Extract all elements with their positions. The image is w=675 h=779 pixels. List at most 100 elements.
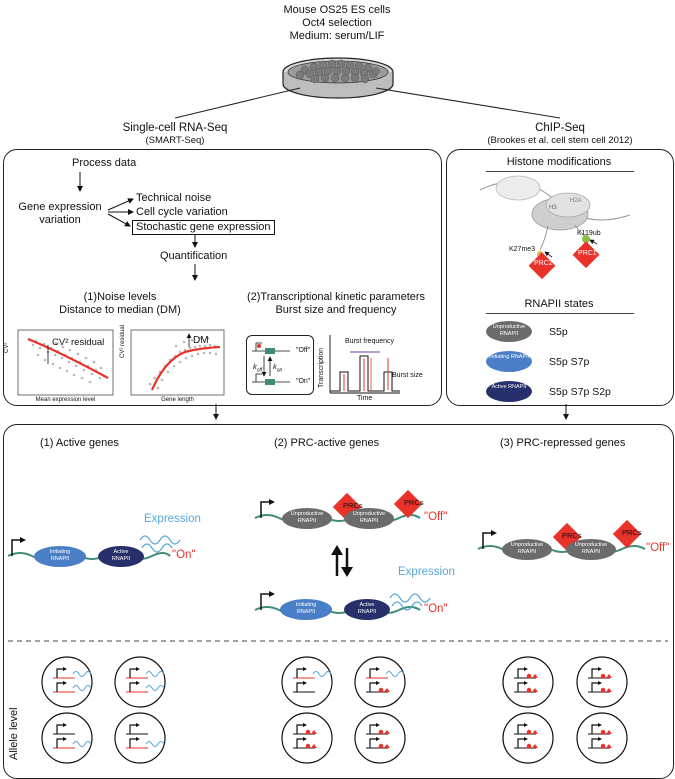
rnaseq-title-block: Single-cell RNA-Seq (SMART-Seq) [80,121,270,146]
rnapii-state-s5p-s7p-s2p: S5p S7p S2p [549,386,611,398]
prc-active-genes-title: (2) PRC-active genes [274,437,380,449]
prc-active-on-label: "On" [424,603,448,615]
active-genes-title: (1) Active genes [40,437,119,449]
cv2-residual-annotation: CV² residual [52,337,105,348]
label-active: Active [359,602,375,608]
rnapii-state-s5p-s7p: S5p S7p [549,356,590,368]
two-state-model-box [246,335,314,395]
allele-cell-8 [354,712,406,764]
on-state-label: "On" [296,378,311,385]
kinetic-title-line1: (2)Transcriptional kinetic parameters [246,291,426,303]
label-rnapii: RNAPII [296,609,316,615]
cell-source-labels: Mouse OS25 ES cells Oct4 selection Mediu… [237,4,437,43]
rnapii-state-s5p: S5p [549,326,568,338]
noise-title-line2: Distance to median (DM) [59,304,181,316]
koff-label: koff [253,362,262,374]
time-axis-label: Time [357,395,373,402]
burst-size-label: Burst size [392,372,423,379]
label-unproductive: Unproductive [574,542,608,548]
cell-cycle-label: Cell cycle variation [136,206,228,218]
burst-frequency-label: Burst frequency [345,338,395,345]
kon-label: kon [273,362,282,374]
unproductive-rnapii-ellipse: Unproductive RNAPII [486,321,532,342]
prc2-label: PRC2 [534,260,553,267]
label-rnapii: RNAPII [297,518,317,524]
dm-annotation: DM [193,335,209,346]
label-unproductive: Unproductive [352,511,386,517]
plot1-xlabel: Mean expression level [35,397,96,403]
histone-title: Histone modifications [506,156,612,168]
allele-cell-12 [576,712,628,764]
prc-repressed-prcs-label-2: PRCs [622,528,642,537]
technical-noise-label: Technical noise [136,192,212,204]
prc-repressed-off-label: "Off" [646,542,670,554]
allele-cell-9 [502,656,554,708]
kinetic-title-line2: Burst size and frequency [275,304,397,316]
k119ub-label: K119ub [577,230,601,237]
prc-active-off-label: "Off" [424,511,448,523]
h3-label: H3 [549,205,557,211]
allele-cell-10 [576,656,628,708]
stochastic-expression-label: Stochastic gene expression [132,220,275,235]
active-on-label: "On" [172,549,196,561]
k27me3-label: K27me3 [509,246,536,253]
label-unproductive: Unproductive [510,542,544,548]
kon-k: k [273,362,277,371]
cell-line-label: Mouse OS25 ES cells [283,4,391,16]
process-data-label: Process data [72,157,137,169]
label-rnapii: RNAPII [50,556,70,562]
selection-label: Oct4 selection [302,17,372,29]
label-unproductive: Unproductive [290,511,324,517]
label-initiating: Initiating [49,549,71,555]
allele-cell-4 [114,712,166,764]
prc1-label: PRC1 [578,250,597,257]
allele-cell-11 [502,712,554,764]
gene-expression-variation-label: Gene expression variation [12,201,108,227]
active-rnapii-ellipse: Active RNAPII [486,381,532,402]
rnapii-states-title: RNAPII states [524,298,594,310]
prc-active-prcs-label-1: PRCs [343,501,363,510]
koff-sub: off [256,367,263,374]
kinetic-title: (2)Transcriptional kinetic parameters Bu… [236,291,436,317]
chipseq-title-block: ChIP-Seq (Brookes et al. cell stem cell … [455,121,665,146]
label-rnapii: RNAPII [359,518,379,524]
label-rnapii: RNAPII [517,549,537,555]
label-initiating: Initiating [295,602,317,608]
label-rnapii: RNAPII [357,609,377,615]
quantification-label: Quantification [160,250,228,262]
rnaseq-subtitle: (SMART-Seq) [145,135,205,146]
chipseq-panel [446,149,674,406]
koff-k: k [253,362,257,371]
rnaseq-title: Single-cell RNA-Seq [122,122,228,134]
label-rnapii: RNAPII [111,556,131,562]
prc-active-expression-label: Expression [398,566,455,578]
allele-cell-3 [41,712,93,764]
allele-cell-6 [354,656,406,708]
active-expression-label: Expression [144,513,201,525]
chipseq-title: ChIP-Seq [535,122,585,134]
medium-label: Medium: serum/LIF [289,30,385,42]
allele-cell-5 [281,656,333,708]
gene-classes-panel [3,424,674,779]
noise-title-line1: (1)Noise levels [83,291,157,303]
label-rnapii: RNAPII [581,549,601,555]
initiating-rnapii-ellipse: Initiating RNAPII [486,351,532,372]
h2a-label: H2A [570,198,582,204]
variation-line1: Gene expression [18,201,102,213]
